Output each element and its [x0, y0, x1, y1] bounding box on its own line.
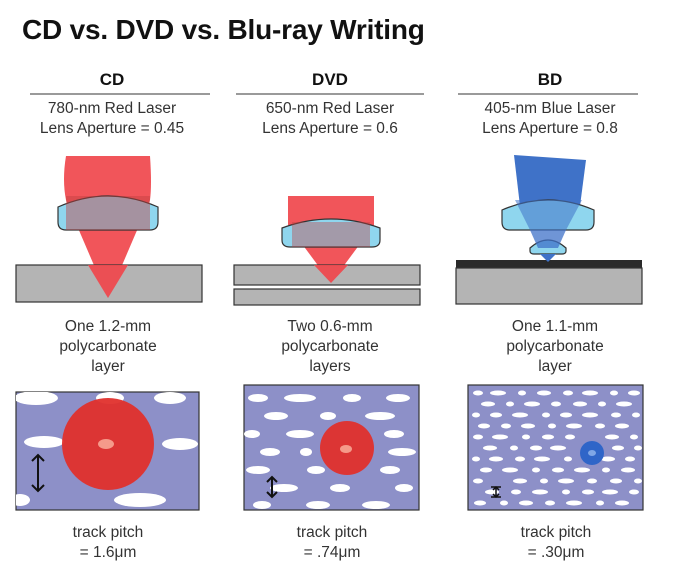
bd-spec: 405-nm Blue Laser Lens Aperture = 0.8 [450, 99, 650, 139]
bd-layer-line3: layer [538, 358, 572, 375]
cd-heading: CD [99, 70, 125, 89]
cd-laser-label: 780-nm Red Laser [47, 100, 177, 117]
bd-heading-rule [458, 93, 638, 95]
dvd-beam-in-disc [314, 265, 348, 283]
bd-laser-spot-center [588, 450, 596, 456]
cd-layer-line3: layer [91, 358, 125, 375]
dvd-spec: 650-nm Red Laser Lens Aperture = 0.6 [230, 99, 430, 139]
cd-aperture-label: Lens Aperture = 0.45 [39, 120, 185, 137]
dvd-aperture-label: Lens Aperture = 0.6 [262, 120, 398, 137]
bd-track-panel [467, 384, 644, 511]
cd-spec: 780-nm Red Laser Lens Aperture = 0.45 [12, 99, 212, 139]
dvd-track-panel [243, 384, 420, 511]
dvd-heading-rule [236, 93, 424, 95]
cd-pitch-value: = 1.6μm [79, 544, 137, 561]
bd-beam-neck [530, 230, 566, 248]
bd-heading: BD [537, 70, 563, 89]
cd-heading-rule [30, 93, 210, 95]
dvd-pitch-label: track pitch = .74μm [232, 523, 432, 563]
dvd-laser-assembly [233, 196, 421, 306]
bd-pitch-label: track pitch = .30μm [456, 523, 656, 563]
bd-laser-label: 405-nm Blue Laser [484, 100, 616, 117]
bd-pitch-line1: track pitch [520, 524, 592, 541]
dvd-laser-spot-center [340, 445, 352, 453]
dvd-pitch-arrow [266, 475, 278, 499]
bd-beam-focus [540, 254, 556, 262]
bd-cover-layer [456, 260, 642, 268]
dvd-layer-line3: layers [309, 358, 351, 375]
bd-lens-beam-overlay [515, 200, 582, 230]
dvd-disc-layer-bottom [233, 288, 421, 306]
bd-pitch-arrow [491, 485, 501, 499]
cd-layer-label: One 1.2-mm polycarbonate layer [8, 317, 208, 377]
bd-laser-beam [514, 155, 586, 206]
dvd-laser-label: 650-nm Red Laser [265, 100, 395, 117]
cd-layer-line1: One 1.2-mm [64, 318, 152, 335]
cd-track-panel [15, 391, 200, 511]
dvd-lens-beam-overlay [292, 222, 370, 247]
bd-layer-line1: One 1.1-mm [511, 318, 599, 335]
cd-layer-line2: polycarbonate [59, 338, 157, 355]
cd-beam-in-disc [88, 265, 128, 298]
page-title: CD vs. DVD vs. Blu-ray Writing [22, 14, 425, 45]
dvd-pits [244, 394, 416, 509]
dvd-layer-line2: polycarbonate [281, 338, 379, 355]
dvd-lens [281, 218, 381, 248]
bd-pitch-value: = .30μm [527, 544, 585, 561]
cd-pitch-arrow [31, 453, 45, 493]
dvd-layer-line1: Two 0.6-mm [287, 318, 373, 335]
cd-pitch-line1: track pitch [72, 524, 144, 541]
dvd-pitch-value: = .74μm [303, 544, 361, 561]
cd-pitch-label: track pitch = 1.6μm [8, 523, 208, 563]
bd-pits [472, 390, 642, 506]
bd-layer-line2: polycarbonate [506, 338, 604, 355]
dvd-layer-label: Two 0.6-mm polycarbonate layers [230, 317, 430, 377]
bd-laser-assembly [455, 155, 643, 305]
bd-aperture-label: Lens Aperture = 0.8 [482, 120, 618, 137]
cd-lens-beam-overlay [66, 196, 150, 230]
dvd-heading: DVD [312, 70, 348, 89]
bd-layer-label: One 1.1-mm polycarbonate layer [455, 317, 655, 377]
cd-lens [57, 195, 159, 231]
cd-laser-assembly [15, 156, 203, 303]
bd-disc-layer [455, 267, 643, 305]
cd-laser-spot-center [98, 439, 114, 449]
dvd-pitch-line1: track pitch [296, 524, 368, 541]
